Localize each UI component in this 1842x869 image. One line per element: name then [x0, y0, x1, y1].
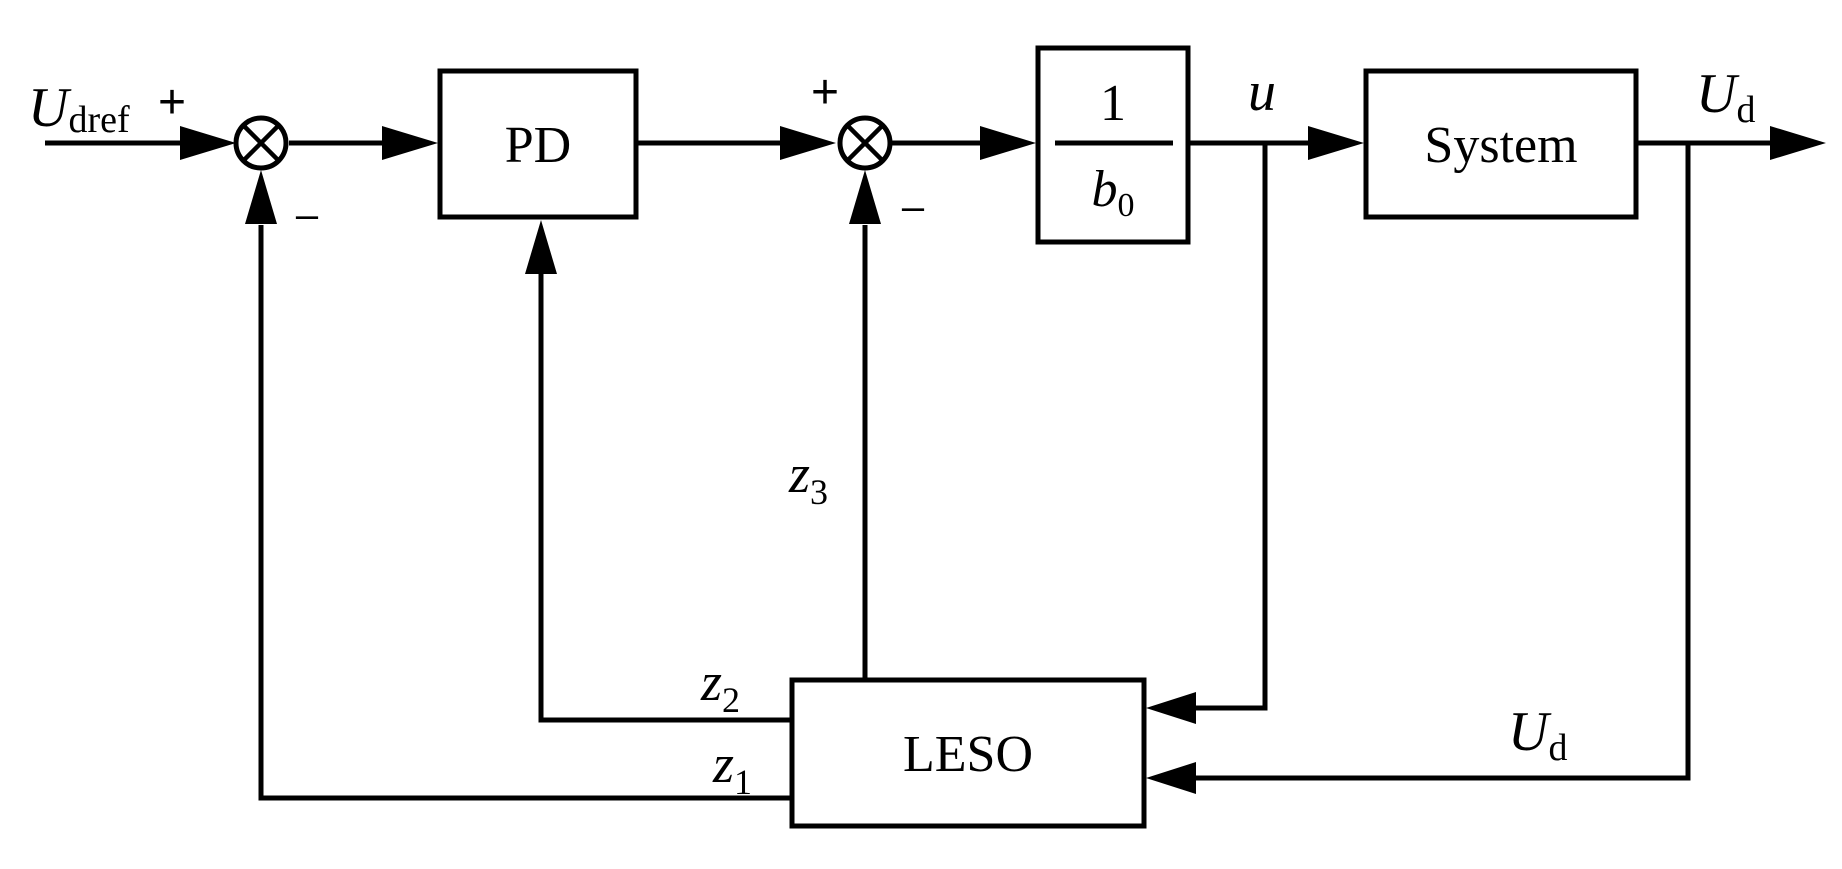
- output-ud-label: Ud: [1696, 63, 1755, 131]
- arrow-u-into-leso: [1146, 692, 1196, 724]
- summing-junction-2: [837, 115, 893, 171]
- z2-label: z2: [700, 652, 740, 720]
- gain-denominator: b0: [1092, 161, 1135, 224]
- arrow-into-sum1: [180, 126, 236, 160]
- arrow-z3-into-sum2: [849, 170, 881, 224]
- gain-numerator: 1: [1100, 75, 1126, 132]
- feedback-ud-label: Ud: [1508, 701, 1567, 769]
- block-system: System: [1363, 68, 1639, 220]
- sum1-plus-sign: +: [158, 76, 186, 129]
- arrow-into-sum2: [780, 126, 836, 160]
- z1-label: z1: [712, 734, 752, 802]
- arrow-into-pd: [382, 126, 438, 160]
- reference-input-label: Udref: [28, 77, 130, 141]
- z3-label: z3: [788, 444, 828, 512]
- wire-u-to-leso: [1180, 143, 1268, 711]
- signal-wires: [45, 140, 1770, 801]
- wire-z1-feedback: [258, 225, 790, 801]
- control-signal-u-label: u: [1248, 61, 1276, 123]
- block-gain: 1 b0: [1035, 45, 1191, 245]
- arrow-z1-into-sum1: [245, 170, 277, 224]
- wire-ud-feedback-to-leso: [1180, 143, 1691, 781]
- arrow-output: [1770, 126, 1826, 160]
- summing-junction-1: [233, 115, 289, 171]
- arrowheads: [180, 126, 1826, 794]
- sum2-minus-sign: –: [902, 185, 925, 229]
- block-system-label: System: [1424, 117, 1577, 174]
- block-pd-label: PD: [505, 117, 571, 174]
- arrow-z2-into-pd: [525, 220, 557, 274]
- block-leso-label: LESO: [903, 726, 1033, 783]
- arrow-into-system: [1308, 126, 1364, 160]
- sum1-minus-sign: –: [296, 193, 319, 237]
- block-pd: PD: [437, 68, 639, 220]
- wire-z2-to-pd: [538, 260, 790, 723]
- sum2-plus-sign: +: [811, 66, 839, 119]
- block-leso: LESO: [789, 677, 1147, 829]
- arrow-ud-into-leso: [1146, 762, 1196, 794]
- arrow-into-gain: [980, 126, 1036, 160]
